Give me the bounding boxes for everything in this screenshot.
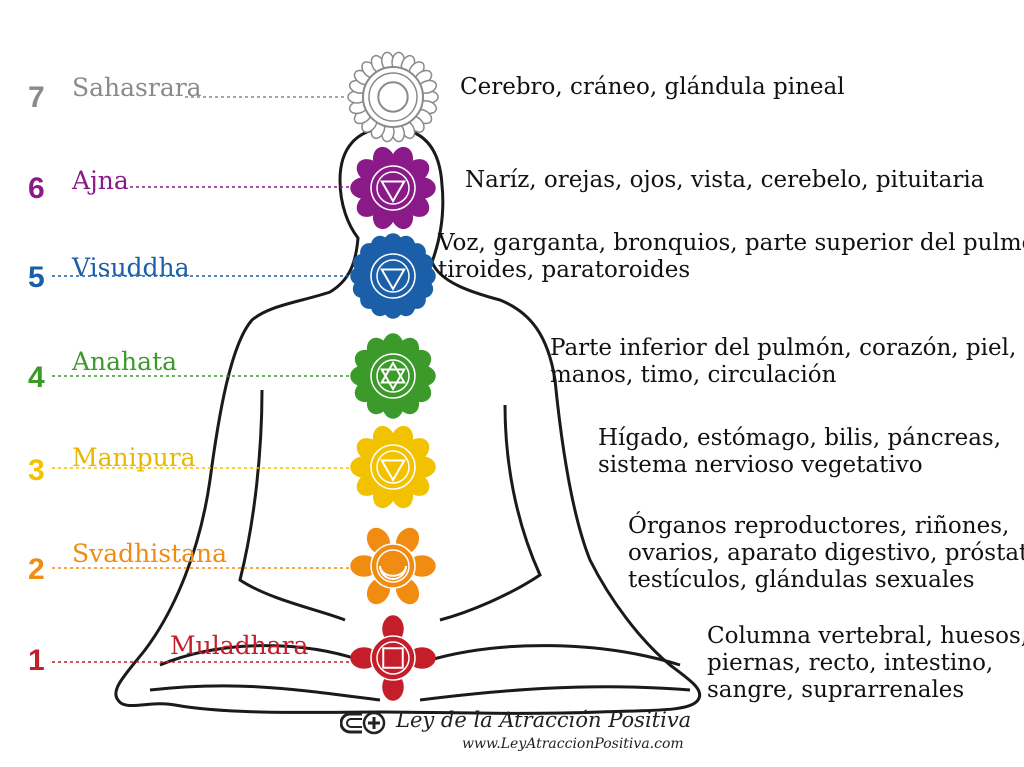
description-line: Órganos reproductores, riñones, (628, 513, 1010, 539)
body-outline (114, 126, 702, 715)
chakra-number-1: 1 (28, 644, 45, 677)
chakra-symbol-6-icon (350, 146, 436, 230)
brand-url[interactable]: www.LeyAtraccionPositiva.com (462, 736, 684, 752)
chakra-description-3: Hígado, estómago, bilis, páncreas, siste… (598, 425, 1001, 479)
chakra-number-6: 6 (28, 172, 45, 205)
description-line: Voz, garganta, bronquios, parte superior… (438, 230, 1024, 256)
chakra-symbol-3-icon (350, 425, 436, 509)
chakra-symbol-2-icon (350, 527, 436, 605)
right-arm-line (439, 404, 542, 622)
chakra-number-5: 5 (28, 261, 45, 294)
chakra-symbol-1-icon (350, 615, 436, 701)
chakra-symbol-4-icon (350, 333, 436, 419)
description-line: Hígado, estómago, bilis, páncreas, (598, 425, 1002, 451)
brand-name: Ley de la Atracción Positiva (396, 708, 692, 732)
chakra-description-2: Órganos reproductores, riñones, ovarios,… (628, 513, 1024, 594)
chakra-number-3: 3 (28, 454, 45, 487)
legs-line (149, 644, 691, 702)
chakra-description-1: Columna vertebral, huesos, piernas, rect… (707, 623, 1024, 704)
chakra-name-6: Ajna (72, 166, 129, 195)
chakra-symbol-5-icon (350, 233, 436, 319)
description-line: Columna vertebral, huesos, (707, 623, 1024, 649)
chakra-name-7: Sahasrara (72, 73, 202, 102)
chakra-number-2: 2 (28, 553, 45, 586)
description-line: Cerebro, cráneo, glándula pineal (460, 74, 845, 100)
description-line: sistema nervioso vegetativo (598, 452, 923, 478)
chakra-name-2: Svadhistana (72, 539, 228, 568)
description-line: manos, timo, circulación (550, 362, 837, 388)
magnet-plus-logo-icon (340, 711, 386, 735)
chakra-name-4: Anahata (72, 347, 178, 376)
description-line: Parte inferior del pulmón, corazón, piel… (550, 335, 1017, 361)
chakra-description-4: Parte inferior del pulmón, corazón, piel… (550, 335, 1016, 389)
chakra-description-6: Naríz, orejas, ojos, vista, cerebelo, pi… (465, 167, 984, 194)
chakra-description-5: Voz, garganta, bronquios, parte superior… (438, 230, 1024, 284)
chakra-symbol-7-icon (347, 51, 439, 143)
chakra-number-4: 4 (28, 361, 45, 394)
chakra-description-7: Cerebro, cráneo, glándula pineal (460, 74, 845, 101)
branding: Ley de la Atracción Positiva www.LeyAtra… (340, 708, 700, 760)
description-line: piernas, recto, intestino, (707, 650, 994, 676)
chakra-name-5: Visuddha (72, 253, 190, 282)
chakra-number-7: 7 (28, 81, 45, 114)
chakra-name-1: Muladhara (170, 631, 309, 660)
description-line: tiroides, paratoroides (438, 257, 691, 283)
left-arm-line (238, 389, 346, 622)
description-line: sangre, suprarrenales (707, 677, 965, 703)
chakra-name-3: Manipura (72, 443, 196, 472)
description-line: ovarios, aparato digestivo, próstata, (628, 540, 1024, 566)
description-line: Naríz, orejas, ojos, vista, cerebelo, pi… (465, 167, 985, 193)
description-line: testículos, glándulas sexuales (628, 567, 975, 593)
